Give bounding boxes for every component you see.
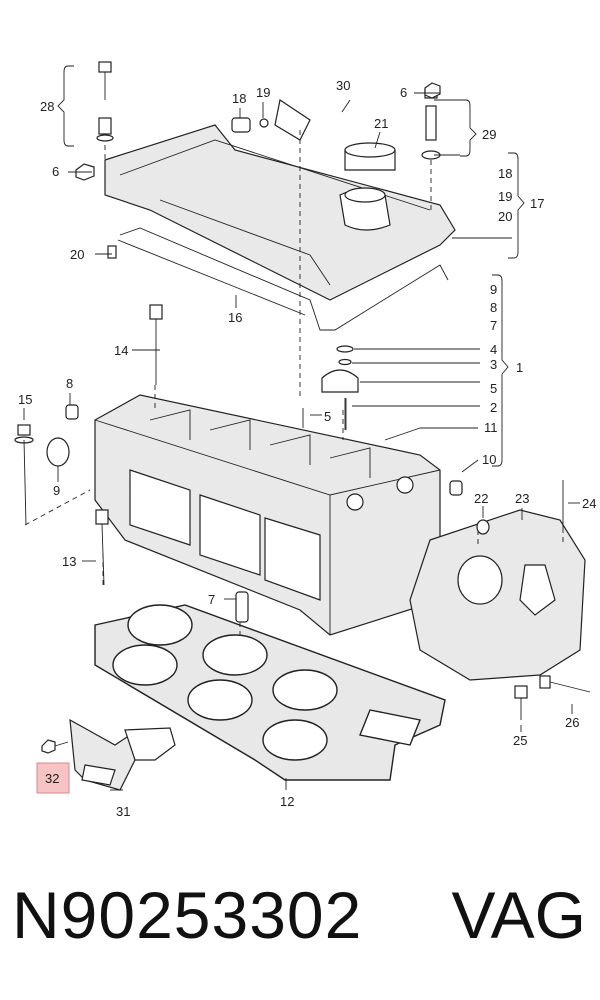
stud-20 <box>107 245 117 259</box>
callout-5-stud: 5 <box>324 409 331 424</box>
nut-right <box>424 82 441 99</box>
callout-32: 32 <box>45 771 59 786</box>
callout-6-left: 6 <box>52 164 59 179</box>
dowel-10 <box>449 480 463 496</box>
callout-7-dowel: 7 <box>208 592 215 607</box>
valve-cover <box>104 124 456 301</box>
callout-25: 25 <box>513 733 527 748</box>
callout-11: 11 <box>484 420 498 435</box>
cover-bolt-left <box>96 61 114 142</box>
callout-30: 30 <box>336 78 350 93</box>
callout-3: 3 <box>490 357 497 372</box>
dowel-7 <box>235 591 249 623</box>
callout-9-cap: 9 <box>53 483 60 498</box>
hose-fitting <box>231 117 269 133</box>
callout-29: 29 <box>482 127 496 142</box>
breather-hose <box>274 49 388 141</box>
head-bolt-14 <box>149 304 163 385</box>
bolt-25 <box>514 685 528 720</box>
callout-22: 22 <box>474 491 488 506</box>
callout-13: 13 <box>62 554 76 569</box>
callout-labels: 1 2 3 4 5 5 6 6 7 7 8 8 9 9 10 11 12 13 … <box>18 78 596 819</box>
brand-name: VAG <box>451 878 586 952</box>
callout-9-list: 9 <box>490 282 497 297</box>
bolt-32 <box>41 739 69 754</box>
head-gasket <box>94 604 446 781</box>
callout-20-stud: 20 <box>70 247 84 262</box>
callout-10: 10 <box>482 452 496 467</box>
oil-filler-cap <box>344 142 396 171</box>
part-number: N90253302 <box>12 878 363 952</box>
callout-7-list: 7 <box>490 318 497 333</box>
callout-26: 26 <box>565 715 579 730</box>
callout-8-list: 8 <box>490 300 497 315</box>
callout-32-highlight <box>36 762 70 794</box>
camshaft-bearing-cap <box>321 345 359 430</box>
valve-cover-gasket <box>117 227 449 331</box>
callout-18-list: 18 <box>498 166 512 181</box>
callout-19-list: 19 <box>498 189 512 204</box>
head-bolt-15 <box>14 424 34 526</box>
callout-24: 24 <box>582 496 596 511</box>
sealing-plug <box>65 404 79 420</box>
callout-1: 1 <box>516 360 523 375</box>
callout-17: 17 <box>530 196 544 211</box>
washer-22 <box>476 519 490 535</box>
callout-20-list: 20 <box>498 209 512 224</box>
bolt-26 <box>539 675 591 693</box>
callout-14: 14 <box>114 343 128 358</box>
footer: N90253302 VAG <box>0 870 600 960</box>
head-bolt-13 <box>95 509 109 586</box>
callout-4: 4 <box>490 342 497 357</box>
callout-23: 23 <box>515 491 529 506</box>
cylinder-head <box>94 394 441 636</box>
callout-8-plug: 8 <box>66 376 73 391</box>
callout-21: 21 <box>374 116 388 131</box>
rear-timing-cover <box>409 509 586 681</box>
callout-18-fitting: 18 <box>232 91 246 106</box>
callout-6-right: 6 <box>400 85 407 100</box>
sealing-cap <box>46 437 70 467</box>
callout-2: 2 <box>490 400 497 415</box>
leader-lines <box>23 65 580 791</box>
callout-5: 5 <box>490 381 497 396</box>
stud-11 <box>384 427 421 441</box>
wiring-bracket <box>69 718 176 791</box>
callout-16: 16 <box>228 310 242 325</box>
exploded-parts-diagram: 1 2 3 4 5 5 6 6 7 7 8 8 9 9 10 11 12 13 … <box>14 49 596 819</box>
callout-31: 31 <box>116 804 130 819</box>
callout-28: 28 <box>40 99 54 114</box>
callout-15: 15 <box>18 392 32 407</box>
callout-12: 12 <box>280 794 294 809</box>
callout-19-clip: 19 <box>256 85 270 100</box>
